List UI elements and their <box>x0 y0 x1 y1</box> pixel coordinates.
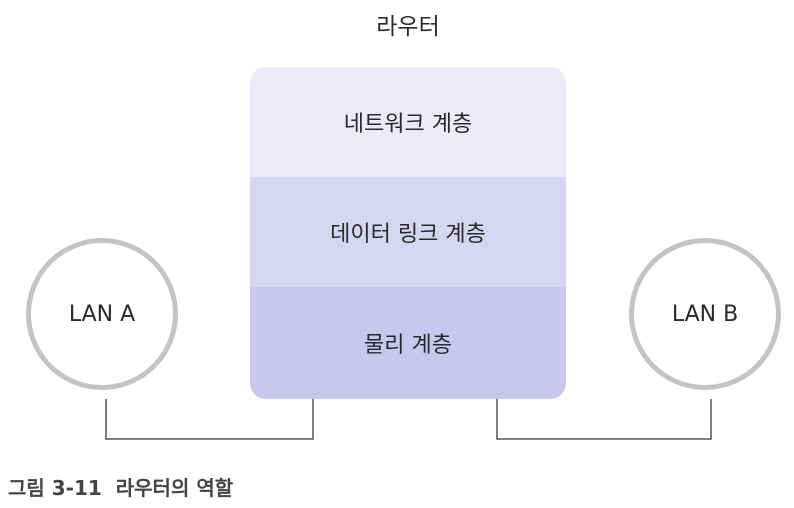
wire-lan-a-router <box>105 399 314 440</box>
lan-b-circle: LAN B <box>629 238 781 390</box>
lan-b-label: LAN B <box>671 301 739 327</box>
figure-title: 라우터의 역할 <box>115 476 234 500</box>
datalink-layer: 데이터 링크 계층 <box>250 177 566 287</box>
wire-router-lan-b <box>496 399 712 440</box>
lan-a-circle: LAN A <box>26 238 178 390</box>
router-box: 네트워크 계층 데이터 링크 계층 물리 계층 <box>250 67 566 399</box>
figure-caption: 그림 3-11 라우터의 역할 <box>8 472 233 501</box>
physical-layer: 물리 계층 <box>250 287 566 399</box>
router-title: 라우터 <box>376 14 440 40</box>
figure-number: 그림 3-11 <box>8 476 102 500</box>
network-layer: 네트워크 계층 <box>250 67 566 177</box>
lan-a-label: LAN A <box>68 301 136 327</box>
